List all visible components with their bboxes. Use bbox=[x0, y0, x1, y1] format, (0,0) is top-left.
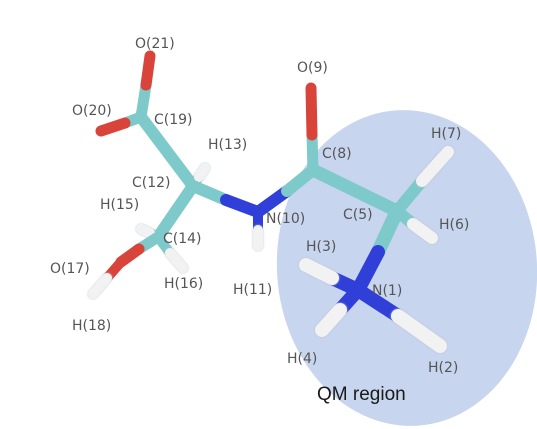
atom-label-h11: H(11) bbox=[233, 282, 272, 298]
atom-label-c12: C(12) bbox=[132, 175, 171, 191]
atom-label-o20: O(20) bbox=[72, 103, 112, 119]
bond-c5-h6-hydrogen-half bbox=[407, 218, 438, 244]
atom-label-c14: C(14) bbox=[163, 231, 202, 247]
bond-n1-h4-hydrogen-half bbox=[315, 303, 347, 337]
bonds-group bbox=[88, 50, 454, 353]
atom-label-n1: N(1) bbox=[372, 283, 402, 299]
bond-c19-c12 bbox=[135, 111, 199, 192]
bond-c12-h13-hydrogen-half bbox=[194, 163, 210, 182]
atom-label-h4: H(4) bbox=[287, 351, 317, 367]
atom-label-h2: H(2) bbox=[428, 360, 458, 376]
atom-label-h3: H(3) bbox=[306, 239, 336, 255]
atom-label-h13: H(13) bbox=[208, 137, 247, 153]
bond-n1-h3-hydrogen-half bbox=[299, 258, 339, 285]
atom-label-n10: N(10) bbox=[266, 211, 305, 227]
atom-label-h15: H(15) bbox=[100, 197, 139, 213]
atom-label-o17: O(17) bbox=[50, 261, 90, 277]
atom-label-h18: H(18) bbox=[72, 318, 111, 334]
atom-label-o9: O(9) bbox=[297, 60, 328, 76]
atom-label-c8: C(8) bbox=[322, 146, 352, 162]
bond-c5-n1-nitrogen-half bbox=[351, 245, 385, 297]
bond-c19-o21-oxygen-half bbox=[140, 50, 156, 91]
bond-c5-h7-hydrogen-half bbox=[416, 146, 454, 187]
qm-region-label: QM region bbox=[317, 384, 406, 405]
atom-label-c19: C(19) bbox=[154, 112, 193, 128]
bond-c8-c5 bbox=[306, 163, 404, 218]
bond-c14-h16-hydrogen-half bbox=[165, 248, 188, 273]
bond-o17-h18-hydrogen-half bbox=[88, 273, 112, 299]
atom-label-h7: H(7) bbox=[431, 126, 461, 142]
atom-label-o21: O(21) bbox=[135, 36, 175, 52]
bond-n1-h2-nitrogen-half bbox=[351, 283, 405, 323]
atom-labels-group: O(21) O(9) O(20) C(19) H(7) H(13) C(8) C… bbox=[50, 36, 469, 376]
bond-c14-h15-hydrogen-half bbox=[136, 224, 155, 238]
bond-c19-o20-oxygen-half bbox=[95, 117, 131, 137]
atom-label-c5: C(5) bbox=[343, 207, 373, 223]
bond-c12-c14 bbox=[152, 180, 199, 243]
bond-c8-o9-oxygen-half bbox=[305, 82, 318, 141]
bond-n1-h2-hydrogen-half bbox=[391, 309, 447, 353]
atom-label-h16: H(16) bbox=[164, 276, 203, 292]
bond-c5-n1-carbon-half bbox=[371, 204, 404, 259]
atom-label-h6: H(6) bbox=[439, 217, 469, 233]
